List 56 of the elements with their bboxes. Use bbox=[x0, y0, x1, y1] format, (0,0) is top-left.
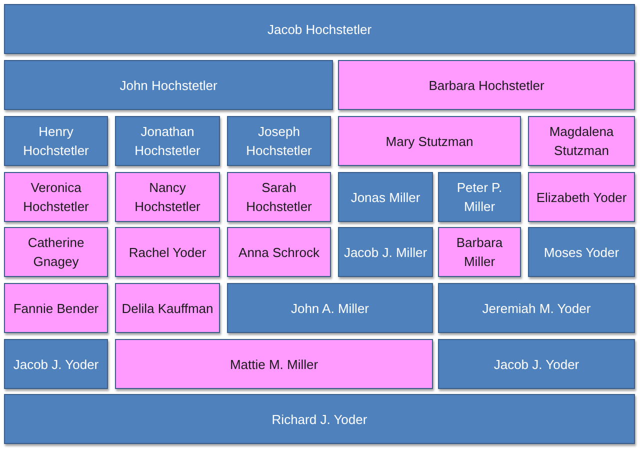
person-name: Peter P. Miller bbox=[456, 179, 504, 216]
person-name: Magdalena Stutzman bbox=[548, 123, 615, 160]
person-box bbox=[115, 283, 220, 333]
person-box bbox=[227, 116, 331, 166]
person-box bbox=[4, 4, 635, 54]
person-box bbox=[338, 116, 521, 166]
person-box bbox=[338, 172, 433, 222]
person-name: Nancy Hochstetler bbox=[134, 179, 202, 216]
person-name: Jacob J. Yoder bbox=[13, 356, 99, 374]
person-name: Delila Kauffman bbox=[122, 300, 214, 318]
person-name: Jacob J. Miller bbox=[344, 244, 428, 262]
person-box bbox=[438, 172, 521, 222]
person-box bbox=[4, 339, 108, 389]
person-name: Henry Hochstetler bbox=[22, 123, 90, 160]
person-box bbox=[4, 283, 108, 333]
person-name: John A. Miller bbox=[290, 300, 370, 318]
person-name: Mary Stutzman bbox=[386, 132, 474, 150]
person-name: Barbara Miller bbox=[455, 234, 504, 271]
person-name: Jonathan Hochstetler bbox=[134, 123, 202, 160]
person-box bbox=[115, 227, 220, 277]
person-box bbox=[528, 227, 635, 277]
person-box bbox=[528, 172, 635, 222]
person-name: Moses Yoder bbox=[544, 244, 620, 262]
person-name: Jeremiah M. Yoder bbox=[482, 300, 591, 318]
person-name: Jacob Hochstetler bbox=[267, 20, 372, 38]
person-name: John Hochstetler bbox=[120, 76, 218, 94]
person-name: Veronica Hochstetler bbox=[22, 179, 90, 216]
person-box bbox=[227, 227, 331, 277]
person-box bbox=[4, 60, 333, 110]
person-box bbox=[4, 172, 108, 222]
person-box bbox=[4, 394, 635, 444]
person-name: Catherine Gnagey bbox=[26, 234, 86, 271]
person-name: Sarah Hochstetler bbox=[245, 179, 313, 216]
person-name: Elizabeth Yoder bbox=[536, 188, 627, 206]
person-name: Fannie Bender bbox=[13, 300, 99, 318]
person-box bbox=[115, 339, 433, 389]
person-name: Mattie M. Miller bbox=[230, 356, 318, 374]
person-box bbox=[115, 172, 220, 222]
person-name: Rachel Yoder bbox=[128, 244, 206, 262]
person-name: Jacob J. Yoder bbox=[494, 356, 580, 374]
person-box bbox=[338, 60, 635, 110]
person-box bbox=[227, 172, 331, 222]
person-name: Richard J. Yoder bbox=[272, 410, 368, 428]
person-name: Joseph Hochstetler bbox=[245, 123, 313, 160]
person-box bbox=[4, 116, 108, 166]
person-box bbox=[438, 339, 635, 389]
person-box bbox=[115, 116, 220, 166]
person-name: Anna Schrock bbox=[238, 244, 320, 262]
person-box bbox=[528, 116, 635, 166]
person-box bbox=[4, 227, 108, 277]
person-box bbox=[438, 227, 521, 277]
person-name: Barbara Hochstetler bbox=[428, 76, 544, 94]
person-box bbox=[227, 283, 433, 333]
person-box bbox=[338, 227, 433, 277]
person-name: Jonas Miller bbox=[350, 188, 420, 206]
person-box bbox=[438, 283, 635, 333]
